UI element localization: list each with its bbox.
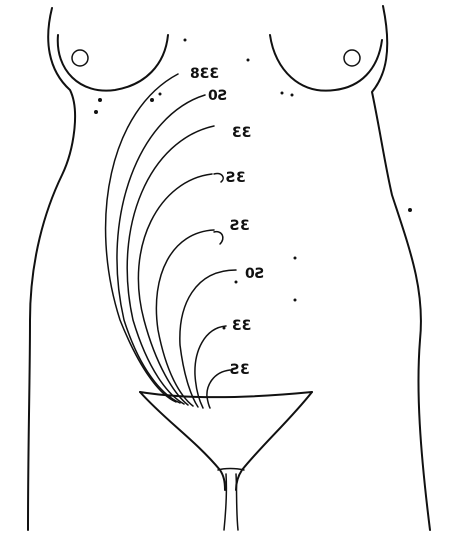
- week-label-6: 0Ƨ: [245, 266, 265, 282]
- fundal-height-curves: [106, 74, 236, 408]
- pubic-inner-line: [224, 474, 238, 530]
- torso-outline: [28, 6, 430, 530]
- pubic-triangle-left: [140, 392, 225, 490]
- fundal-curve-5: [156, 230, 214, 406]
- fundal-curve-8: [207, 370, 230, 408]
- fundal-curve-1: [106, 74, 178, 402]
- right-nipple: [344, 50, 360, 66]
- pubic-triangle-tip: [218, 469, 244, 471]
- week-label-1: 8ƐƐ: [190, 66, 219, 82]
- pelvic-outline: [140, 392, 312, 530]
- torso-right-contour: [372, 6, 430, 530]
- week-label-2: 0Ƨ: [208, 88, 228, 104]
- fundal-curve-7: [195, 326, 226, 408]
- fundal-curve-2: [117, 95, 205, 403]
- torso-left-contour: [28, 8, 75, 530]
- curve-hooks: [214, 174, 238, 330]
- week-label-8: ƧƐ: [230, 362, 250, 378]
- week-label-7: ƐƐ: [232, 318, 251, 334]
- week-label-4: ƧƐ: [226, 170, 246, 186]
- week-labels: 8ƐƐ 0Ƨ ƐƐ ƧƐ ƧƐ 0Ƨ ƐƐ ƧƐ: [190, 66, 265, 378]
- fundal-curve-4: [138, 174, 212, 405]
- breasts: [58, 35, 382, 91]
- right-breast-contour: [270, 35, 382, 91]
- week-label-3: ƐƐ: [232, 125, 251, 141]
- left-nipple: [72, 50, 88, 66]
- week-label-5: ƧƐ: [230, 218, 250, 234]
- pubic-triangle-right: [236, 392, 312, 490]
